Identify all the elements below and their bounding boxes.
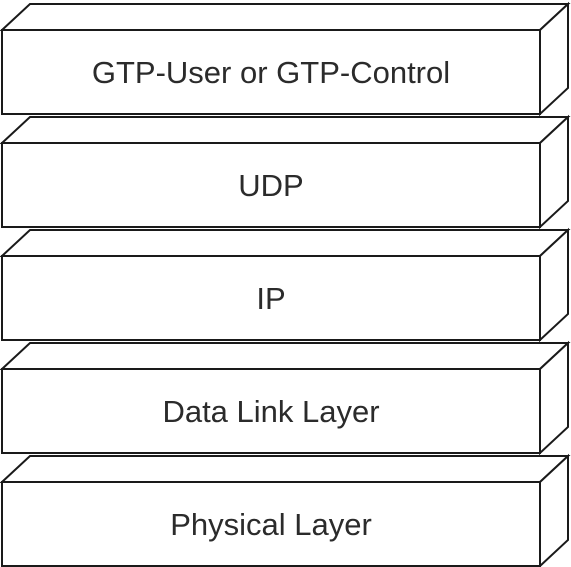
- layer-front-face: [1, 481, 541, 567]
- layer-label: Physical Layer: [170, 507, 372, 542]
- layer-label: Data Link Layer: [162, 394, 379, 429]
- layer-front-face: [1, 142, 541, 228]
- layer-top-face: [0, 116, 571, 144]
- layer-label: IP: [256, 281, 285, 316]
- layer-box: Physical Layer: [0, 453, 571, 567]
- layer-label: GTP-User or GTP-Control: [92, 55, 450, 90]
- layer-box: IP: [0, 227, 571, 343]
- layer-front-face: [1, 29, 541, 115]
- layer-box: GTP-User or GTP-Control: [0, 1, 571, 117]
- layer-top-face: [0, 229, 571, 257]
- layer-label: UDP: [238, 168, 303, 203]
- layer-top-face: [0, 3, 571, 31]
- layer-top-face: [0, 342, 571, 370]
- layer-box: UDP: [0, 114, 571, 230]
- layer-front-face: [1, 255, 541, 341]
- layer-top-face: [0, 455, 571, 483]
- layer-front-face: [1, 368, 541, 454]
- layer-box: Data Link Layer: [0, 340, 571, 456]
